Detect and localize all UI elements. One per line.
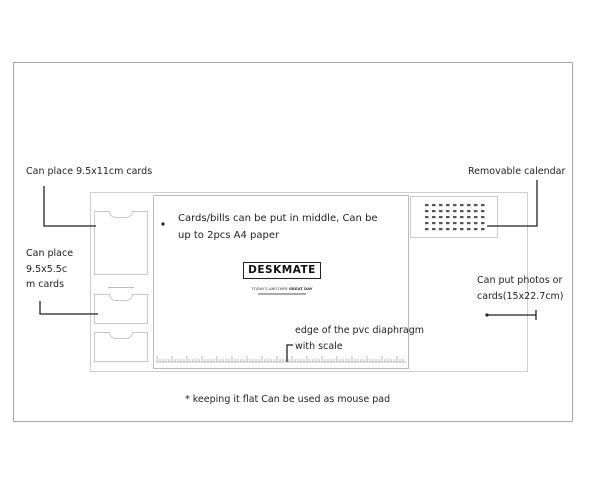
label-edge: edge of the pvc diaphragm with scale [295,323,424,354]
calendar-day-mark [439,222,443,225]
ruler-scale [156,356,406,363]
calendar-day-mark [425,210,429,213]
calendar-day-mark [432,228,436,231]
deskmate-logo: DESKMATE [243,262,321,279]
label-card-9511: Can place 9.5x11cm cards [26,166,153,177]
calendar-day-mark [439,228,443,231]
label-photos: Can put photos or cards(15x22.7cm) [477,273,564,304]
calendar-day-mark [460,210,464,213]
calendar-day-mark [446,216,450,219]
leader-card-955 [39,301,98,315]
calendar-day-mark [474,210,478,213]
dot-middle [161,222,165,226]
calendar-day-mark [460,228,464,231]
label-card-955-l3: m cards [26,279,65,291]
calendar-day-mark [453,216,457,219]
calendar-day-mark [446,210,450,213]
calendar-day-mark [460,216,464,219]
calendar-day-mark [474,222,478,225]
label-middle-l1: Cards/bills can be put in middle, Can be [178,213,378,224]
calendar-day-mark [481,216,485,219]
calendar-day-mark [481,228,485,231]
logo-subtag [258,293,306,295]
calendar-day-mark [425,216,429,219]
dot-photos [485,313,489,317]
leader-edge [286,344,293,362]
calendar-day-mark [460,222,464,225]
calendar-day-mark [481,210,485,213]
calendar-day-mark [439,210,443,213]
logo-tagline: TODAY'S ANOTHER GREAT DAY [251,286,313,291]
label-card-955-l1: Can place [26,248,74,259]
calendar-day-mark [467,216,471,219]
calendar-day-mark [474,228,478,231]
calendar-day-mark [439,216,443,219]
calendar-day-mark [446,204,450,207]
small-pocket-divider [108,287,134,288]
calendar-day-mark [432,210,436,213]
calendar-day-mark [460,204,464,207]
label-flat-note: * keeping it flat Can be used as mouse p… [185,394,391,405]
calendar-day-mark [453,222,457,225]
calendar-day-mark [481,204,485,207]
card-pocket-small-top [94,294,148,324]
calendar-day-mark [453,204,457,207]
calendar-day-mark [432,216,436,219]
calendar-day-mark [432,204,436,207]
removable-calendar [410,196,498,238]
calendar-day-mark [474,204,478,207]
calendar-day-mark [425,222,429,225]
calendar-day-mark [453,228,457,231]
label-card-955-l2: 9.5x5.5c [26,263,68,275]
card-pocket-large [94,211,148,275]
calendar-day-mark [481,222,485,225]
label-middle-l2: up to 2pcs A4 paper [178,229,280,241]
leader-card-9511 [43,186,96,227]
label-photos-l1: Can put photos or [477,275,563,286]
calendar-day-mark [467,228,471,231]
label-photos-l2: cards(15x22.7cm) [477,290,564,302]
calendar-day-mark [453,210,457,213]
center-pocket [153,195,409,369]
calendar-day-mark [467,210,471,213]
calendar-day-mark [439,204,443,207]
outer-frame [13,62,573,422]
calendar-day-mark [432,222,436,225]
calendar-day-mark [425,204,429,207]
label-edge-l2: with scale [295,340,343,352]
calendar-day-mark [467,222,471,225]
calendar-day-mark [446,228,450,231]
label-card-955: Can place 9.5x5.5c m cards [26,246,73,293]
calendar-day-mark [446,222,450,225]
calendar-day-mark [425,228,429,231]
calendar-day-mark [467,204,471,207]
leader-calendar [487,180,538,227]
label-edge-l1: edge of the pvc diaphragm [295,325,425,336]
label-calendar: Removable calendar [468,166,566,177]
calendar-grid [425,204,485,231]
desk-pad [90,192,528,372]
card-pocket-small-bottom [94,332,148,362]
label-middle: Cards/bills can be put in middle, Can be… [178,211,378,244]
calendar-day-mark [474,216,478,219]
